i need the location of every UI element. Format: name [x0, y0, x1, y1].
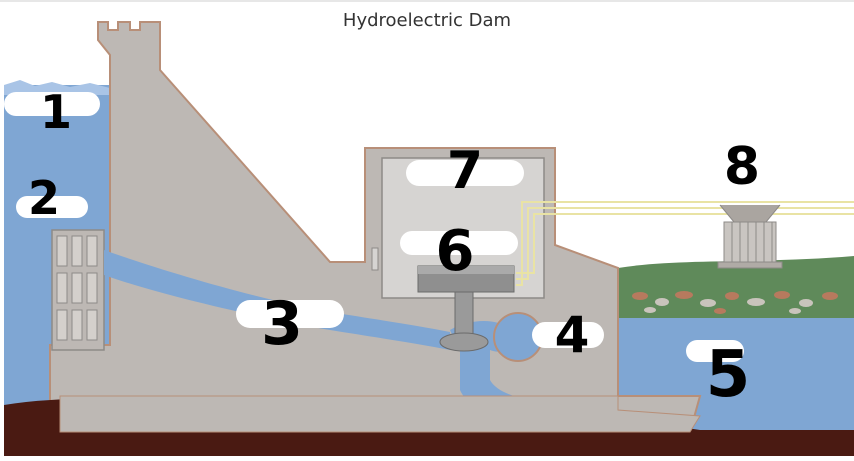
label-number-5: 5	[706, 338, 751, 412]
dam-structure	[49, 21, 702, 433]
diagram-title: Hydroelectric Dam	[342, 10, 512, 31]
powerhouse-window	[371, 247, 379, 271]
label-number-6: 6	[436, 219, 475, 284]
penstock	[104, 250, 450, 350]
riverbank-rocks	[632, 291, 838, 314]
intake-gate	[51, 229, 105, 351]
label-number-4: 4	[555, 306, 590, 364]
label-number-8: 8	[724, 137, 760, 197]
label-number-7: 7	[447, 141, 483, 201]
transformer	[717, 204, 783, 269]
label-number-3: 3	[261, 289, 303, 359]
power-lines	[516, 201, 854, 286]
dam-foundation	[59, 395, 701, 433]
riverbank-grass	[618, 256, 854, 318]
generator	[417, 265, 515, 352]
label-number-2: 2	[28, 171, 60, 225]
label-number-1: 1	[40, 85, 72, 139]
reservoir-surface	[4, 80, 124, 95]
label-blobs	[4, 92, 744, 362]
